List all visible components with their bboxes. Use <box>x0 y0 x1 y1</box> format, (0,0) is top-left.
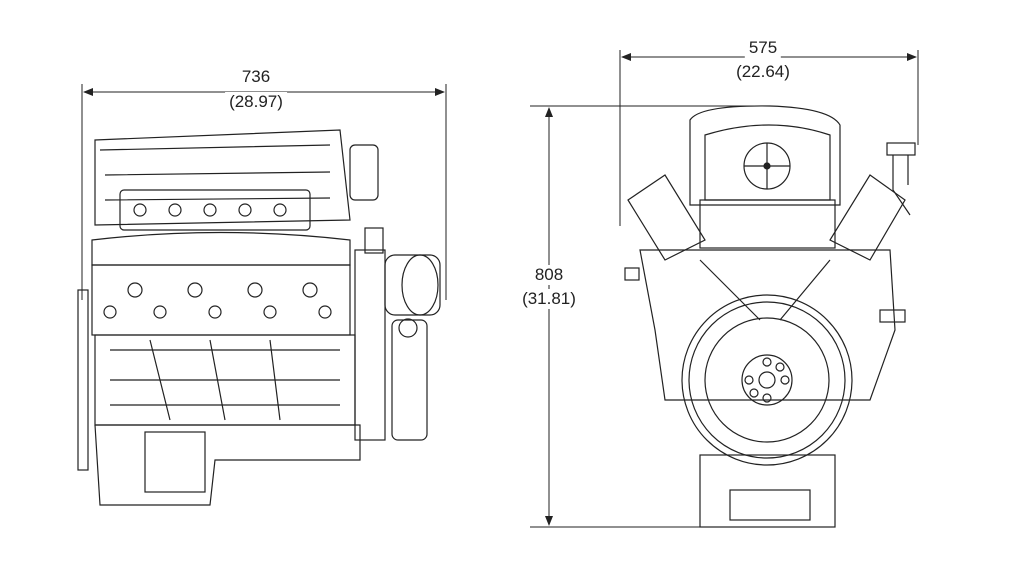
front-width-mm-label: 575 <box>744 38 782 58</box>
engine-front-view <box>624 105 916 528</box>
front-width-in-label: (22.64) <box>732 62 794 82</box>
front-height-in-label: (31.81) <box>518 289 580 309</box>
side-width-dimension <box>81 84 447 300</box>
side-width-in-label: (28.97) <box>225 92 287 112</box>
front-height-mm-label: 808 <box>530 265 568 285</box>
side-width-mm-label: 736 <box>237 67 275 87</box>
engine-side-view <box>77 129 441 506</box>
